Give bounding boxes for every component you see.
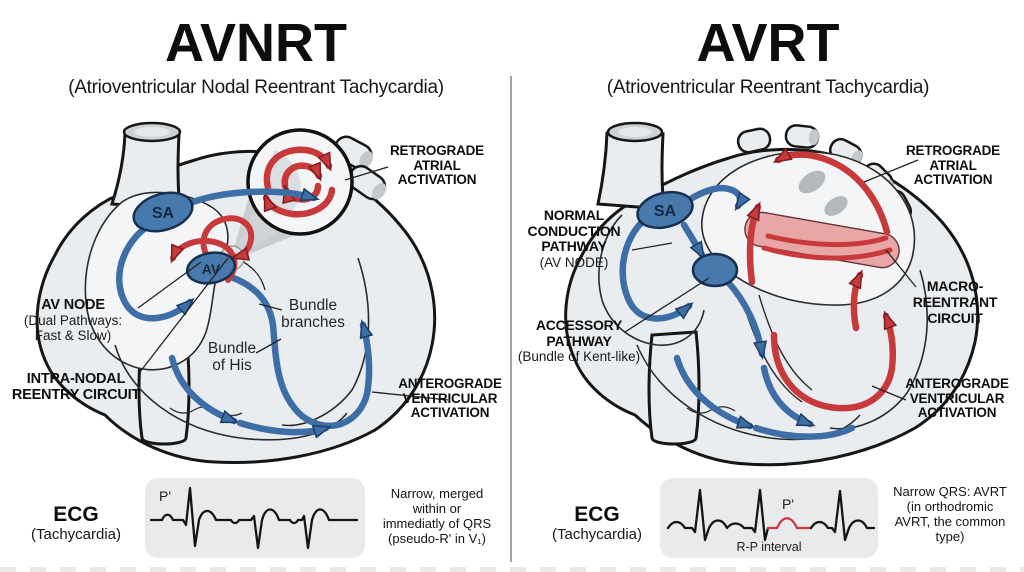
rp-interval-label: R-P interval [736,540,802,554]
ecg-caption-left: ECG (Tachycardia) [20,503,132,543]
ecg-title-right: ECG [574,503,620,526]
label-macro-reentrant: MACRO- REENTRANT CIRCUIT [912,278,998,326]
label-anterograde-right: ANTEROGRADE VENTRICULAR ACTIVATION [905,376,1009,420]
leader-lines [137,166,449,401]
ecg-trace-right [666,488,876,542]
ecg-subtitle-right: (Tachycardia) [551,526,643,543]
ecg-note-right: Narrow QRS: AVRT (in orthodromic AVRT, t… [893,484,1007,544]
left-subtitle: (Atrioventricular Nodal Reentrant Tachyc… [68,77,444,98]
right-subtitle: (Atrioventricular Reentrant Tachycardia) [606,77,930,98]
avrt-heart-illustration: SA [564,121,980,467]
label-normal-conduction-title: NORMAL CONDUCTION PATHWAY [527,207,621,254]
label-accessory-pathway-sub: (Bundle of Kent-like) [517,349,641,364]
label-av-node-title: AV NODE [41,297,105,313]
label-bundle-branches: Bundle branches [281,297,345,331]
label-av-node: AV NODE (Dual Pathways: Fast & Slow) [0,298,146,343]
p-prime-red-segment [766,517,813,530]
label-accessory-pathway: ACCESSORY PATHWAY (Bundle of Kent-like) [510,317,648,364]
p-prime-label-right: P' [782,496,795,512]
panel-divider [510,76,512,562]
avnrt-heart-illustration: SA AV [35,121,449,464]
label-intra-nodal-reentry: INTRA-NODAL REENTRY CIRCUIT [11,371,141,403]
ecg-strip-left: P' [145,478,365,558]
normal-conduction [619,184,856,440]
label-retrograde-atrial-activation-left: RETROGRADE ATRIAL ACTIVATION [389,143,484,187]
svg-text:SA: SA [152,205,175,222]
label-bundle-of-his: Bundle of His [207,340,257,374]
label-accessory-pathway-title: ACCESSORY PATHWAY [535,317,623,349]
label-normal-conduction: NORMAL CONDUCTION PATHWAY (AV NODE) [514,207,634,270]
sa-node: SA [636,190,694,230]
leader-lines [624,159,919,401]
macro-reentrant-strands [761,233,893,261]
sa-node: SA [132,191,194,233]
svg-text:AV: AV [202,261,221,277]
label-av-node-sub: (Dual Pathways: Fast & Slow) [23,312,123,343]
conduction-pathways [116,192,369,432]
macro-reentrant-circuit [750,155,893,412]
ecg-title-left: ECG [53,503,99,526]
ecg-trace-left [149,486,359,550]
bottom-crop-artifact [0,567,1024,572]
label-anterograde-left: ANTEROGRADE VENTRICULAR ACTIVATION [398,376,502,420]
p-prime-label-left: P' [159,488,172,504]
label-retrograde-atrial-activation-right: RETROGRADE ATRIAL ACTIVATION [905,143,1000,187]
ecg-strip-right: P' R-P interval [660,478,878,558]
ecg-caption-right: ECG (Tachycardia) [540,503,654,543]
retrograde-circuit-arrows [262,146,336,218]
ecg-note-left: Narrow, merged within or immediatly of Q… [382,486,492,546]
ecg-subtitle-left: (Tachycardia) [30,526,122,543]
av-node [691,252,739,288]
label-normal-conduction-sub: (AV NODE) [539,254,609,270]
left-title: AVNRT [165,13,347,73]
svg-text:SA: SA [654,203,677,220]
right-title: AVRT [696,13,840,73]
